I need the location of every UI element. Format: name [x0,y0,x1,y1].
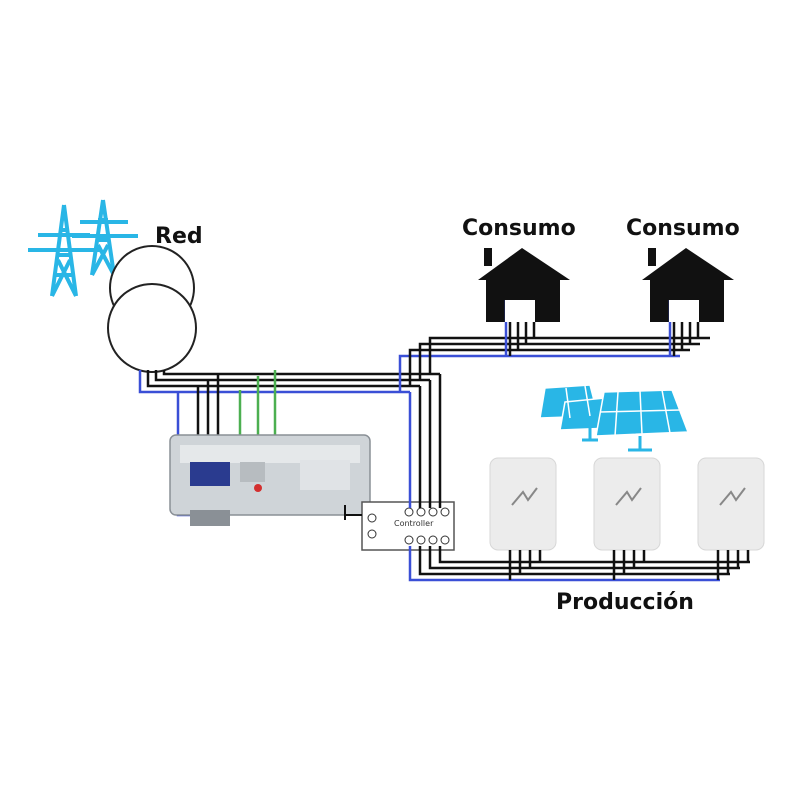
grid-label: Red [155,224,203,249]
solar-panel-icon [539,384,690,452]
power-pylon-icon [28,199,138,297]
production-label: Producción [556,590,694,615]
consumption-label: Consumo [626,216,740,241]
energy-meter [169,434,371,526]
inverter-icon [489,457,765,551]
transformer-icon [107,245,197,373]
production-bus [408,546,750,582]
controller-label: Controller [394,519,434,528]
consumption-label: Consumo [462,216,576,241]
house-icon [478,248,570,356]
consumption-bus [398,336,710,508]
house-icon [642,248,734,356]
